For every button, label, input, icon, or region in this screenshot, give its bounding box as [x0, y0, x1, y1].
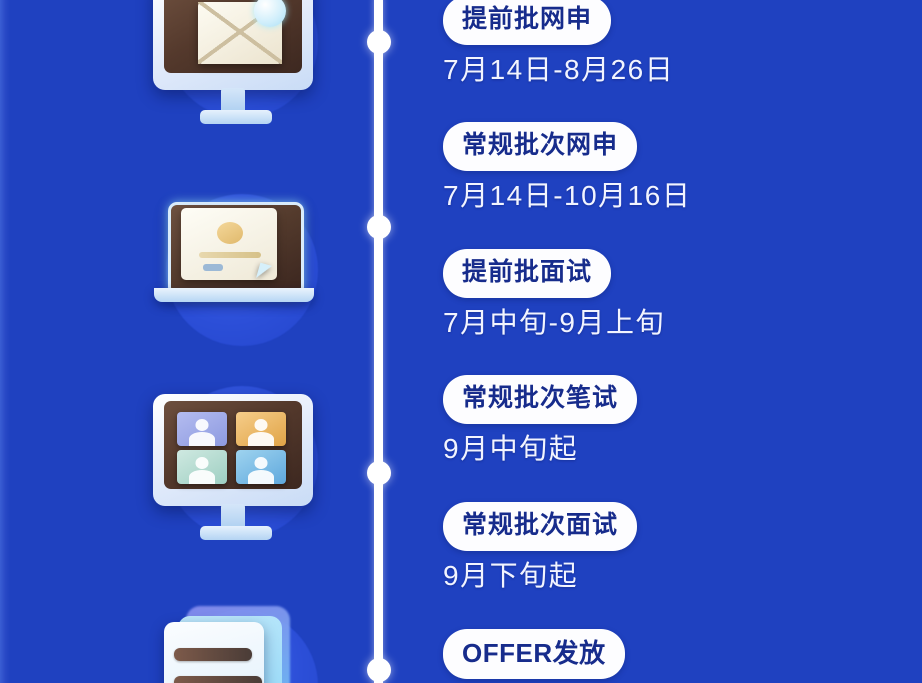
icon-artwork — [148, 180, 338, 370]
participant-tile-3 — [177, 450, 227, 484]
timeline-entry-4: 常规批次笔试 9月中旬起 — [443, 375, 638, 464]
timeline-node-2[interactable] — [367, 215, 391, 239]
timeline-entry-6: OFFER发放 — [443, 629, 625, 679]
document-offer-letter-icon — [148, 596, 338, 683]
timeline-entry-label[interactable]: 常规批次网申 — [443, 122, 638, 171]
icon-column — [0, 0, 360, 683]
timeline-entries: 提前批网申 7月14日-8月26日 常规批次网申 7月14日-10月16日 提前… — [443, 0, 913, 683]
participant-tile-2 — [236, 412, 286, 446]
timeline-entry-date: 7月中旬-9月上旬 — [443, 307, 665, 338]
icon-artwork — [148, 0, 338, 142]
left-edge-accent-strip — [0, 0, 10, 683]
timeline-entry-date: 9月下旬起 — [443, 560, 579, 591]
desktop-monitor-email-icon — [148, 0, 338, 142]
timeline-node-1[interactable] — [367, 30, 391, 54]
timeline-entry-date: 9月中旬起 — [443, 433, 579, 464]
watermark-text — [0, 677, 922, 683]
timeline-entry-3: 提前批面试 7月中旬-9月上旬 — [443, 249, 665, 337]
timeline-spine — [374, 0, 383, 683]
monitor-video-grid-icon — [148, 372, 338, 562]
participant-tile-1 — [177, 412, 227, 446]
icon-artwork — [148, 372, 338, 562]
timeline-entry-2: 常规批次网申 7月14日-10月16日 — [443, 122, 691, 210]
timeline-node-4[interactable] — [367, 658, 391, 682]
laptop-application-form-icon — [148, 180, 338, 370]
timeline-node-3[interactable] — [367, 461, 391, 485]
timeline-entry-date: 7月14日-10月16日 — [443, 180, 692, 211]
participant-tile-4 — [236, 450, 286, 484]
timeline-entry-label[interactable]: 提前批面试 — [443, 249, 612, 298]
timeline-entry-date: 7月14日-8月26日 — [443, 54, 675, 85]
timeline-entry-1: 提前批网申 7月14日-8月26日 — [443, 0, 674, 84]
timeline-entry-label[interactable]: 常规批次笔试 — [443, 375, 638, 424]
timeline-entry-5: 常规批次面试 9月下旬起 — [443, 502, 638, 591]
timeline-entry-label[interactable]: OFFER发放 — [443, 629, 625, 679]
timeline-entry-label[interactable]: 提前批网申 — [443, 0, 612, 45]
icon-artwork — [148, 596, 338, 683]
timeline-entry-label[interactable]: 常规批次面试 — [443, 502, 638, 551]
